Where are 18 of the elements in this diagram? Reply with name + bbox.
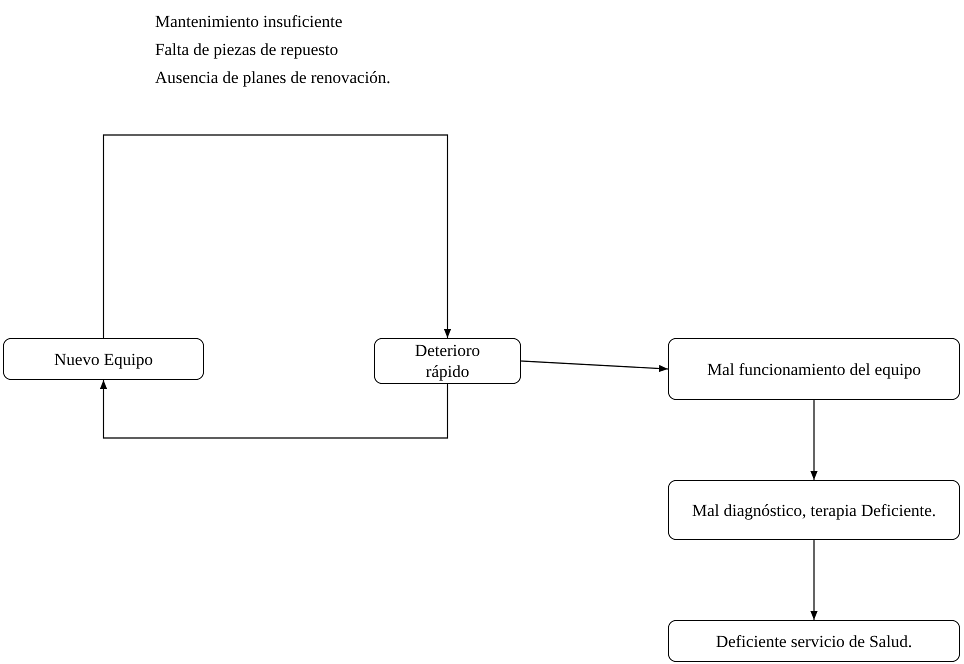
box-label: Nuevo Equipo [54,348,153,370]
arrow [100,380,448,439]
arrow [520,360,668,372]
cause-note: Mantenimiento insuficiente [155,11,344,33]
process-box [3,338,204,380]
box-label: Mal diagnóstico, terapia Deficiente. [692,500,936,520]
cause-note: Falta de piezas de repuesto [155,39,340,61]
arrow [810,540,818,620]
process-box [668,480,960,540]
cause-note: Ausencia de planes de renovación. [155,67,391,89]
process-box [668,620,960,662]
box-label: Mal funcionamiento del equipo [707,358,921,380]
arrow [102,134,452,338]
arrow [810,400,818,480]
box-label: Deterioro rápido [414,340,482,382]
box-label: Deficiente servicio de Salud. [716,630,912,652]
process-box [374,338,521,384]
process-box [668,338,960,400]
